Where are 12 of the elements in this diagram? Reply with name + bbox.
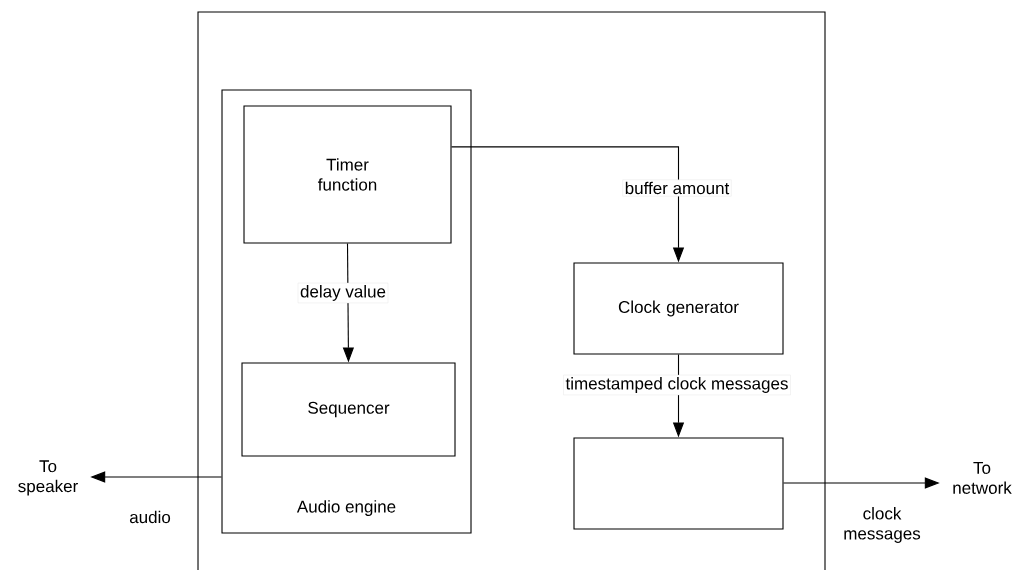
- system-box: [197, 11, 826, 570]
- edge-label: buffer amount: [622, 179, 732, 197]
- process-box: Timer function: [243, 105, 452, 244]
- edge-label: clock messages: [844, 507, 921, 543]
- edge-label: timestamped clock messages: [563, 374, 791, 396]
- endpoint-label: To speaker: [18, 460, 78, 496]
- process-box: [573, 437, 784, 530]
- process-box: Sequencer: [241, 362, 456, 457]
- process-box: Clock generator: [573, 262, 784, 355]
- edge-label: audio: [129, 510, 171, 524]
- endpoint-label: To network: [953, 462, 1012, 494]
- edge-label: delay value: [297, 282, 389, 304]
